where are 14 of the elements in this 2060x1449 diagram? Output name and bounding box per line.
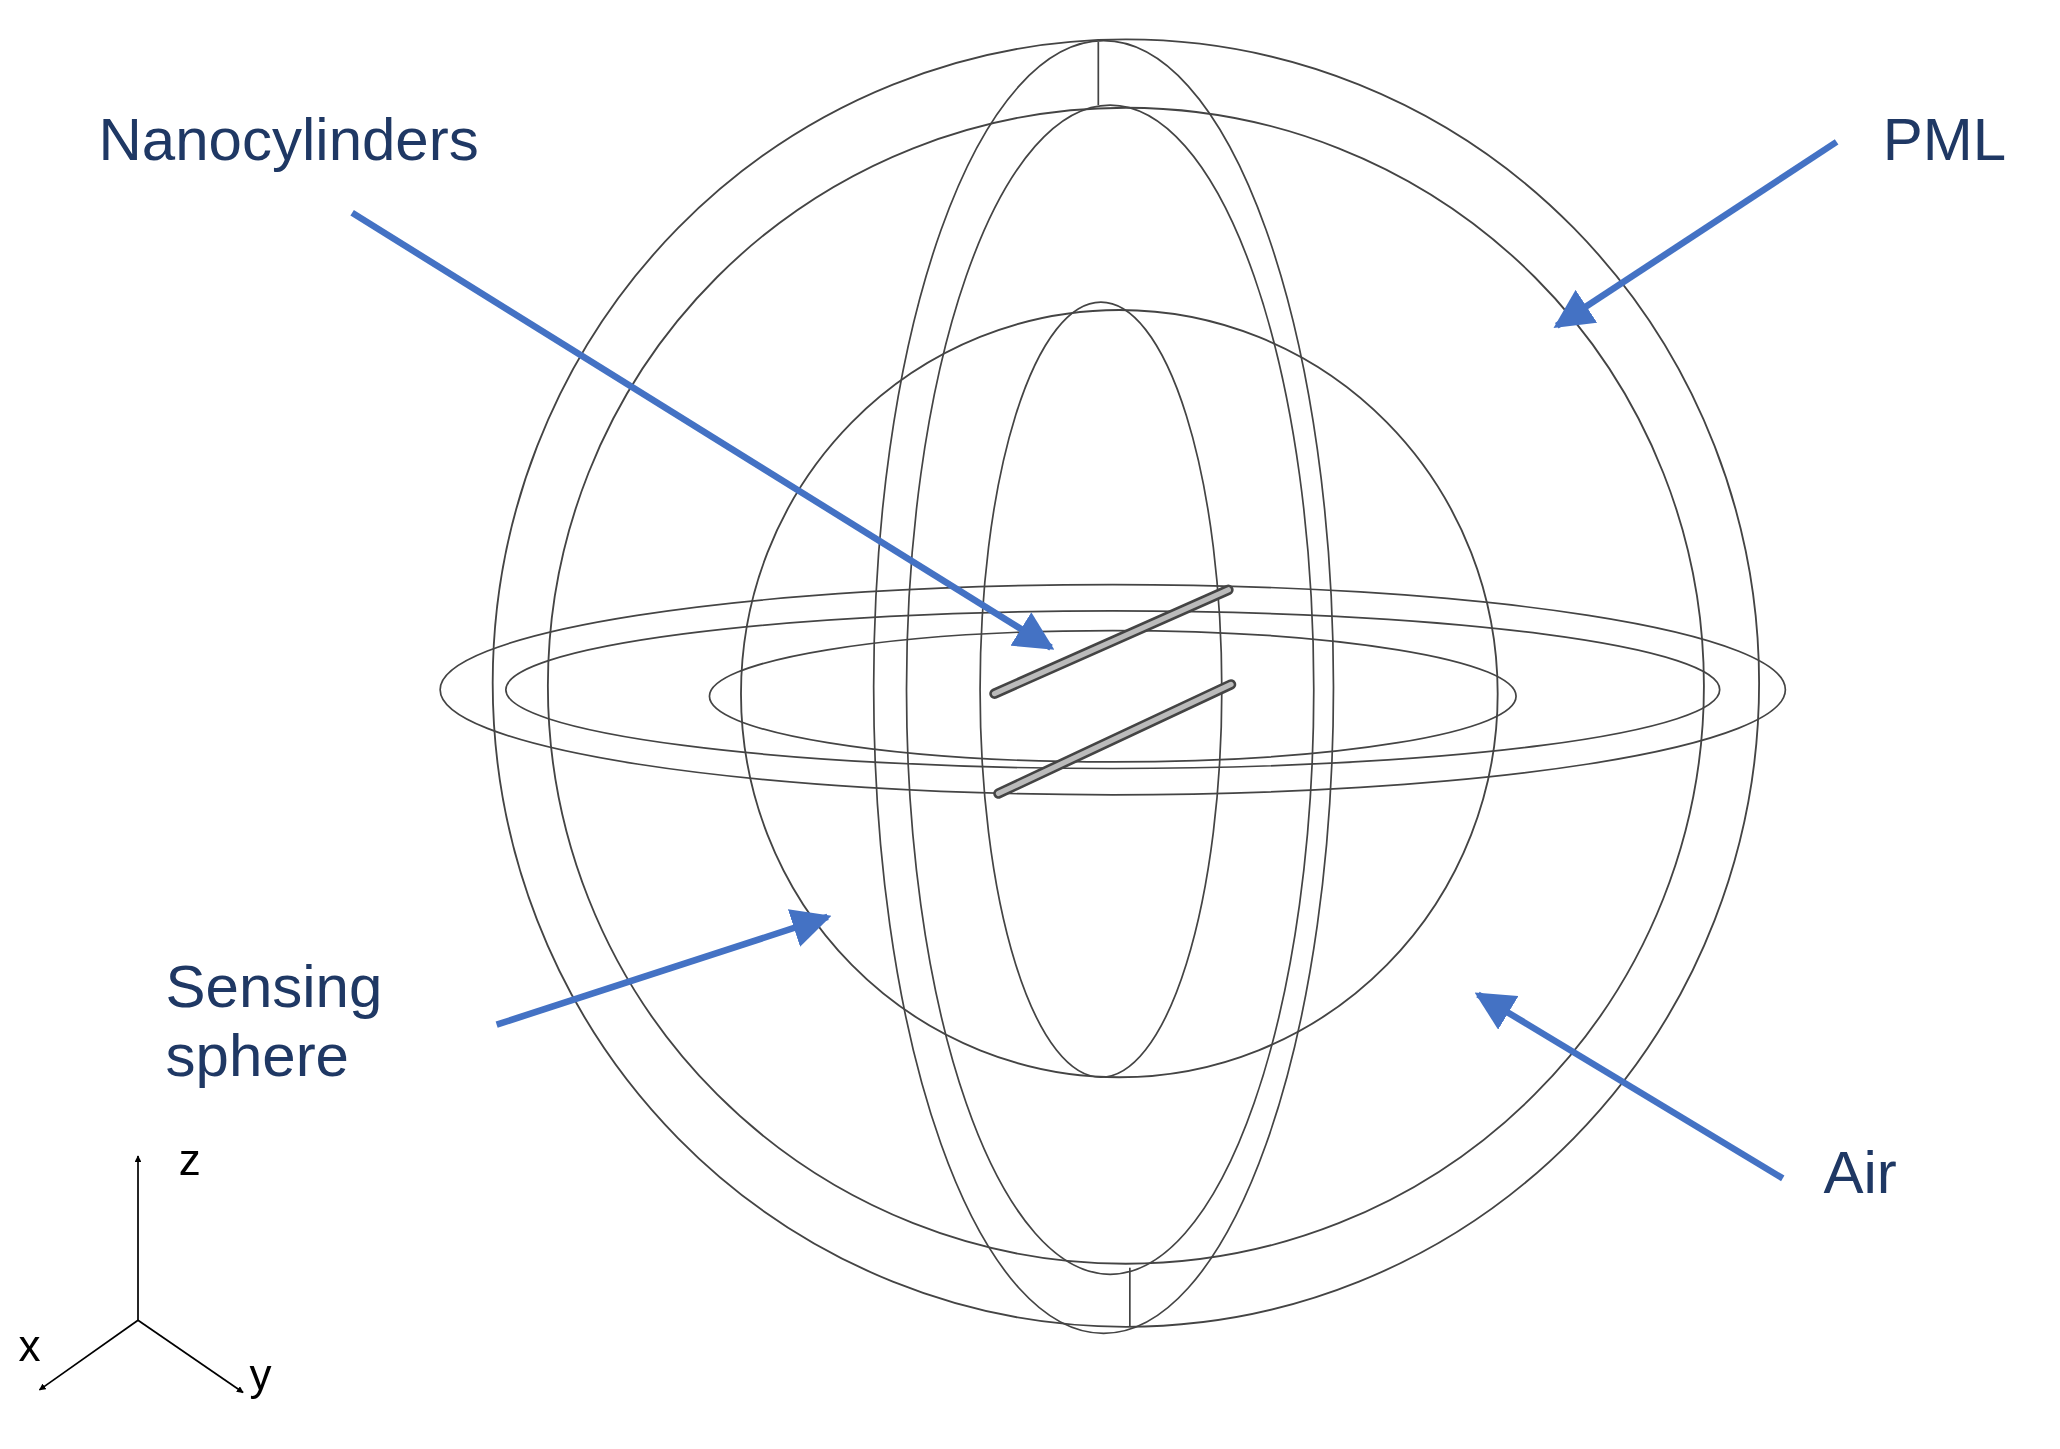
axis-label: z <box>178 1137 201 1182</box>
leader-arrow <box>1474 991 1785 1182</box>
leader-arrow <box>1553 139 1839 329</box>
nanocylinder-pair-drawing <box>989 584 1237 799</box>
sphere-outline <box>546 106 1705 1265</box>
leader-arrow <box>495 909 832 1028</box>
axis-label: y <box>249 1353 272 1398</box>
part-label: Nanocylinders <box>98 105 651 175</box>
part-label: PML <box>1882 105 2060 175</box>
axis-label: x <box>18 1324 41 1369</box>
leader-arrow <box>350 210 1055 651</box>
part-label: Sensing sphere <box>165 952 502 1091</box>
sphere-outline <box>740 309 1499 1079</box>
part-label: Air <box>1823 1137 1955 1207</box>
